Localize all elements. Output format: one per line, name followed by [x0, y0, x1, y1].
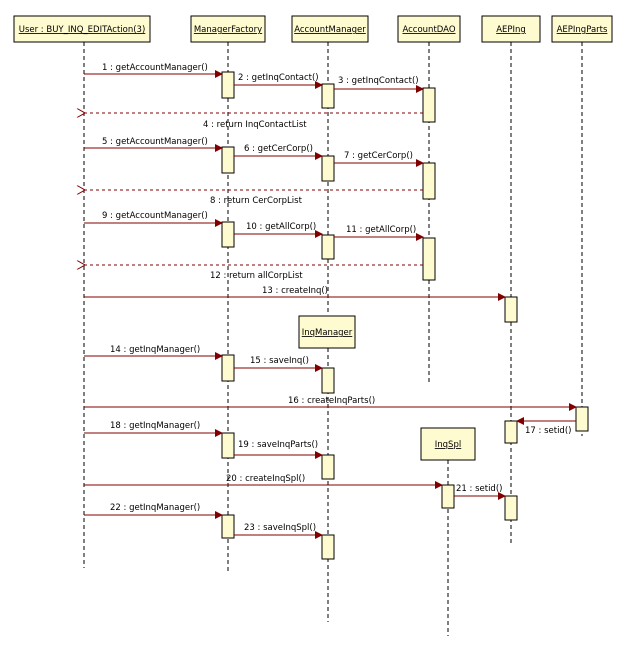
- activation-bar: [422, 162, 436, 200]
- message-label: 18 : getInqManager(): [110, 421, 200, 431]
- participant-box: [420, 427, 476, 461]
- message-label: 19 : saveInqParts(): [238, 440, 318, 450]
- activation-bar: [575, 406, 589, 432]
- participant-label: AccountDAO: [402, 25, 455, 35]
- participant-label: AEPIng: [496, 25, 526, 35]
- participant-label: InqSpl: [435, 440, 461, 450]
- message-label: 1 : getAccountManager(): [102, 63, 208, 73]
- message-label: 3 : getInqContact(): [338, 76, 419, 86]
- participant-inq-manager: InqManager: [298, 315, 356, 349]
- participant-label: InqManager: [302, 328, 353, 338]
- message-label: 23 : saveInqSpl(): [244, 523, 316, 533]
- activation-bar: [321, 234, 335, 260]
- activation-bar: [422, 87, 436, 123]
- participant-label: AccountManager: [294, 25, 366, 35]
- activation-bar: [221, 146, 235, 174]
- message-label: 17 : setid(): [525, 426, 571, 436]
- message-label: 2 : getInqContact(): [238, 73, 319, 83]
- activation-bar: [504, 420, 518, 444]
- participant-box: [551, 15, 613, 43]
- participant-box: [291, 15, 369, 43]
- message-label: 9 : getAccountManager(): [102, 211, 208, 221]
- activation-bar: [221, 514, 235, 539]
- participant-aeping-parts: AEPIngParts: [551, 15, 613, 43]
- participant-manager-factory: ManagerFactory: [190, 15, 266, 43]
- message-label: 20 : createInqSpl(): [226, 474, 305, 484]
- activation-bar: [321, 367, 335, 394]
- message-label: 12 : return allCorpList: [210, 271, 303, 281]
- participant-account-dao: AccountDAO: [397, 15, 461, 43]
- message-label: 21 : setid(): [456, 484, 502, 494]
- message-label: 6 : getCerCorp(): [244, 144, 313, 154]
- messages: 1 : getAccountManager() 2 : getInqContac…: [84, 63, 577, 539]
- message-label: 14 : getInqManager(): [110, 345, 200, 355]
- participant-box: [13, 15, 151, 43]
- activation-bar: [321, 454, 335, 480]
- activation-bar: [504, 296, 518, 323]
- message-label: 7 : getCerCorp(): [344, 151, 413, 161]
- message-label: 15 : saveInq(): [250, 356, 309, 366]
- activation-bar: [422, 237, 436, 281]
- activation-bar: [321, 155, 335, 182]
- participant-box: [298, 315, 356, 349]
- activation-bar: [221, 71, 235, 99]
- participant-aeping: AEPIng: [481, 15, 541, 43]
- participant-inq-spl: InqSpl: [420, 427, 476, 461]
- message-label: 5 : getAccountManager(): [102, 137, 208, 147]
- activation-bar: [221, 221, 235, 248]
- participant-label: ManagerFactory: [194, 25, 262, 35]
- message-label: 11 : getAllCorp(): [346, 225, 416, 235]
- participant-box: [190, 15, 266, 43]
- participant-label: User : BUY_INQ_EDITAction(3): [19, 25, 146, 35]
- activation-bar: [221, 354, 235, 382]
- participant-user: User : BUY_INQ_EDITAction(3): [13, 15, 151, 43]
- message-label: 8 : return CerCorpList: [210, 196, 303, 206]
- activation-bar: [441, 484, 455, 509]
- participant-label: AEPIngParts: [557, 25, 608, 35]
- activation-bar: [221, 432, 235, 459]
- participant-box: [397, 15, 461, 43]
- message-label: 22 : getInqManager(): [110, 503, 200, 513]
- activation-bar: [321, 83, 335, 109]
- activation-bar: [321, 534, 335, 560]
- activation-bar: [504, 495, 518, 521]
- message-label: 13 : createInq(): [262, 286, 328, 296]
- message-label: 16 : createInqParts(): [288, 396, 375, 406]
- message-label: 10 : getAllCorp(): [246, 222, 316, 232]
- participant-account-manager: AccountManager: [291, 15, 369, 43]
- message-label: 4 : return InqContactList: [203, 120, 307, 130]
